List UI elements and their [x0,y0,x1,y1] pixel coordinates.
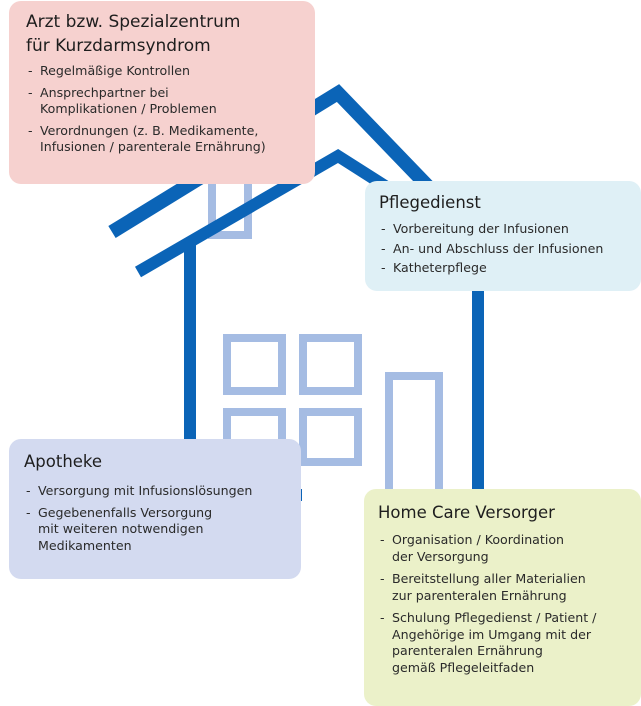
list-item-line: Angehörige im Umgang mit der [392,626,592,642]
list-item-line: Verordnungen (z. B. Medikamente, [40,122,259,138]
list-item-line: mit weiteren notwendigen [38,521,204,536]
house-window-top-right [299,334,362,395]
arzt-title: Arzt bzw. Spezialzentrum für Kurzdarmsyn… [26,10,301,58]
list-item: Gegebenenfalls Versorgung mit weiteren n… [24,505,291,555]
list-item: Katheterpflege [379,260,635,277]
apotheke-title: Apotheke [24,452,103,471]
list-item: An- und Abschluss der Infusionen [379,241,635,258]
pflegedienst-list: Vorbereitung der Infusionen An- und Absc… [379,221,635,277]
list-item-line: gemäß Pflegeleitfaden [392,659,535,675]
list-item-line: der Versorgung [392,548,489,564]
list-item-line: Organisation / Koordination [392,532,565,547]
apotheke-list: Versorgung mit Infusionslösungen Gegeben… [24,483,291,554]
list-item: Vorbereitung der Infusionen [379,221,635,238]
list-item: Ansprechpartner bei Komplikationen / Pro… [26,85,301,118]
list-item-line: Medikamenten [38,537,132,553]
apotheke-box: Apotheke Versorgung mit Infusionslösunge… [9,439,301,579]
homecare-list: Organisation / Koordination der Versorgu… [378,532,633,676]
list-item: Versorgung mit Infusionslösungen [24,483,291,500]
list-item: Organisation / Koordination der Versorgu… [378,532,633,565]
list-item: Schulung Pflegedienst / Patient / Angehö… [378,610,633,676]
list-item-line: Schulung Pflegedienst / Patient / [392,610,597,625]
list-item: Regelmäßige Kontrollen [26,63,301,80]
list-item-line: Komplikationen / Problemen [40,101,217,116]
arzt-box: Arzt bzw. Spezialzentrum für Kurzdarmsyn… [9,1,315,184]
homecare-box: Home Care Versorger Organisation / Koord… [364,489,641,706]
homecare-title: Home Care Versorger [378,503,555,522]
pflegedienst-title: Pflegedienst [379,193,481,212]
list-item-line: Bereitstellung aller Materialien [392,571,586,586]
arzt-title-line1: Arzt bzw. Spezialzentrum [26,12,241,32]
list-item-line: zur parenteralen Ernährung [392,587,567,603]
list-item-line: parenteralen Ernährung [392,643,543,658]
list-item: Bereitstellung aller Materialien zur par… [378,571,633,604]
list-item-line: Ansprechpartner bei [40,84,169,100]
list-item-line: Gegebenenfalls Versorgung [38,504,213,520]
house-window-top-left [223,334,286,395]
arzt-list: Regelmäßige Kontrollen Ansprechpartner b… [26,63,301,156]
house-door [385,372,443,495]
list-item-line: Infusionen / parenterale Ernährung) [40,139,266,154]
list-item: Verordnungen (z. B. Medikamente, Infusio… [26,123,301,156]
pflegedienst-box: Pflegedienst Vorbereitung der Infusionen… [365,181,641,291]
arzt-title-line2: für Kurzdarmsyndrom [26,36,211,56]
house-window-bottom-right [299,408,362,466]
